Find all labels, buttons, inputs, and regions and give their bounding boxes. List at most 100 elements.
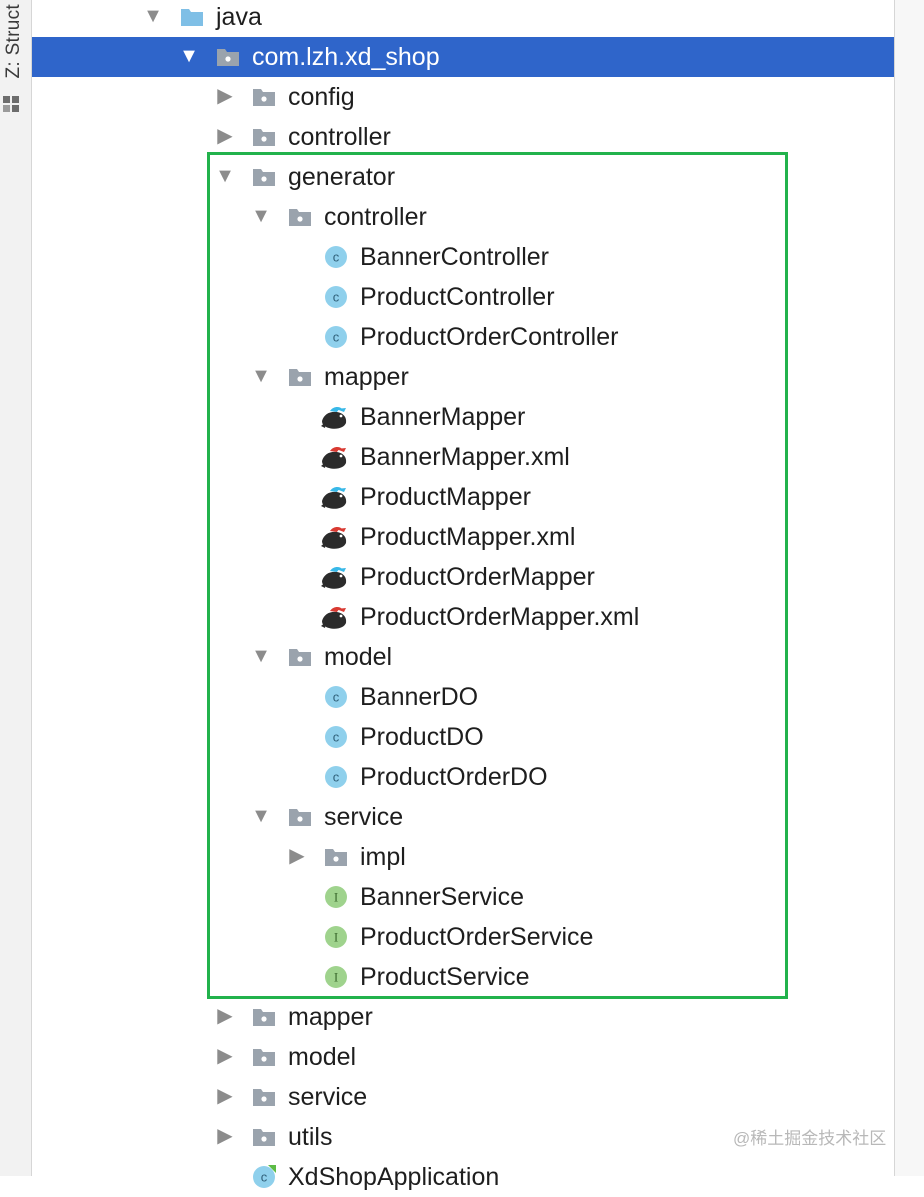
tree-item-label: controller xyxy=(324,203,427,231)
package-icon xyxy=(288,205,312,229)
tree-item-label: java xyxy=(216,3,262,31)
mybatis-mapper-icon xyxy=(320,485,347,509)
mybatis-mapper-icon xyxy=(320,565,347,589)
tree-item-label: model xyxy=(288,1043,357,1071)
mybatis-xml-icon xyxy=(320,445,347,469)
svg-text:c: c xyxy=(333,250,340,265)
tree-item-label: ProductOrderController xyxy=(360,323,619,351)
package-impl[interactable]: ▶ impl xyxy=(32,837,894,877)
tree-item-label: XdShopApplication xyxy=(288,1163,500,1191)
file-product-order-controller[interactable]: c ProductOrderController xyxy=(32,317,894,357)
file-product-mapper[interactable]: ProductMapper xyxy=(32,477,894,517)
package-model[interactable]: ▶ model xyxy=(32,1037,894,1077)
class-icon: c xyxy=(324,285,348,309)
svg-text:c: c xyxy=(333,330,340,345)
collapse-arrow-icon[interactable]: ▶ xyxy=(217,1005,233,1027)
tree-item-label: com.lzh.xd_shop xyxy=(252,43,440,71)
tree-item-label: ProductController xyxy=(360,283,555,311)
collapse-arrow-icon[interactable]: ▶ xyxy=(289,845,305,867)
file-product-mapper-xml[interactable]: ProductMapper.xml xyxy=(32,517,894,557)
tree-item-label: BannerController xyxy=(360,243,549,271)
expand-arrow-icon[interactable]: ▼ xyxy=(251,645,271,667)
tree-item-label: mapper xyxy=(324,363,409,391)
collapse-arrow-icon[interactable]: ▶ xyxy=(217,125,233,147)
mybatis-xml-icon xyxy=(320,605,347,629)
file-xd-shop-application[interactable]: c XdShopApplication xyxy=(32,1157,894,1197)
package-icon xyxy=(252,1125,276,1149)
collapse-arrow-icon[interactable]: ▶ xyxy=(217,1125,233,1147)
structure-icon xyxy=(3,96,21,114)
package-config[interactable]: ▶config xyxy=(32,77,894,117)
package-icon xyxy=(288,645,312,669)
tree-item-label: ProductMapper xyxy=(360,483,531,511)
package-generator-service[interactable]: ▼service xyxy=(32,797,894,837)
class-icon: c xyxy=(324,325,348,349)
interface-icon: I xyxy=(324,925,348,949)
package-icon xyxy=(216,45,240,69)
file-banner-mapper[interactable]: BannerMapper xyxy=(32,397,894,437)
package-com-lzh-xd-shop[interactable]: ▼ com.lzh.xd_shop xyxy=(32,37,894,77)
expand-arrow-icon[interactable]: ▼ xyxy=(251,205,271,227)
tree-item-label: ProductOrderDO xyxy=(360,763,548,791)
package-generator-mapper[interactable]: ▼ mapper xyxy=(32,357,894,397)
class-icon: c xyxy=(324,725,348,749)
expand-arrow-icon[interactable]: ▼ xyxy=(251,805,271,827)
tree-item-label: impl xyxy=(360,843,406,871)
source-root-folder-icon xyxy=(180,5,204,29)
package-icon xyxy=(252,165,276,189)
collapse-arrow-icon[interactable]: ▶ xyxy=(217,85,233,107)
tree-item-label: mapper xyxy=(288,1003,373,1031)
package-service[interactable]: ▶service xyxy=(32,1077,894,1117)
svg-text:c: c xyxy=(333,730,340,745)
tree-item-label: generator xyxy=(288,163,396,191)
file-product-order-do[interactable]: c ProductOrderDO xyxy=(32,757,894,797)
package-generator-model[interactable]: ▼model xyxy=(32,637,894,677)
tree-item-label: ProductMapper.xml xyxy=(360,523,576,551)
class-icon: c xyxy=(324,685,348,709)
svg-text:c: c xyxy=(333,770,340,785)
mybatis-xml-icon xyxy=(320,525,347,549)
collapse-arrow-icon[interactable]: ▶ xyxy=(217,1085,233,1107)
svg-text:c: c xyxy=(333,290,340,305)
expand-arrow-icon[interactable]: ▼ xyxy=(251,365,271,387)
class-icon: c xyxy=(324,765,348,789)
expand-arrow-icon[interactable]: ▼ xyxy=(215,165,235,187)
package-icon xyxy=(252,85,276,109)
package-utils[interactable]: ▶ utils xyxy=(32,1117,894,1157)
package-mapper[interactable]: ▶ mapper xyxy=(32,997,894,1037)
file-product-order-mapper[interactable]: ProductOrderMapper xyxy=(32,557,894,597)
file-product-controller[interactable]: c ProductController xyxy=(32,277,894,317)
svg-text:c: c xyxy=(333,690,340,705)
expand-arrow-icon[interactable]: ▼ xyxy=(179,45,199,67)
folder-java[interactable]: ▼ java xyxy=(32,0,894,37)
file-banner-controller[interactable]: c BannerController xyxy=(32,237,894,277)
spring-boot-class-icon: c xyxy=(252,1165,276,1189)
package-controller[interactable]: ▶ controller xyxy=(32,117,894,157)
package-icon xyxy=(288,805,312,829)
tree-item-label: utils xyxy=(288,1123,333,1151)
file-product-order-mapper-xml[interactable]: ProductOrderMapper.xml xyxy=(32,597,894,637)
package-icon xyxy=(288,365,312,389)
package-generator[interactable]: ▼ generator xyxy=(32,157,894,197)
file-banner-mapper-xml[interactable]: BannerMapper.xml xyxy=(32,437,894,477)
structure-tab[interactable]: Z: Struct xyxy=(3,4,24,79)
expand-arrow-icon[interactable]: ▼ xyxy=(143,5,163,27)
tree-item-label: ProductOrderMapper.xml xyxy=(360,603,640,631)
svg-text:c: c xyxy=(261,1170,268,1185)
project-tree: ▼java▼com.lzh.xd_shop▶config▶controller▼… xyxy=(32,0,894,1191)
package-icon xyxy=(252,1005,276,1029)
class-icon: c xyxy=(324,245,348,269)
package-generator-controller[interactable]: ▼ controller xyxy=(32,197,894,237)
svg-text:I: I xyxy=(334,930,338,945)
editor-gutter-strip xyxy=(894,0,924,1176)
tree-item-label: controller xyxy=(288,123,391,151)
collapse-arrow-icon[interactable]: ▶ xyxy=(217,1045,233,1067)
tree-item-label: BannerMapper.xml xyxy=(360,443,570,471)
svg-text:I: I xyxy=(334,970,338,985)
interface-icon: I xyxy=(324,965,348,989)
